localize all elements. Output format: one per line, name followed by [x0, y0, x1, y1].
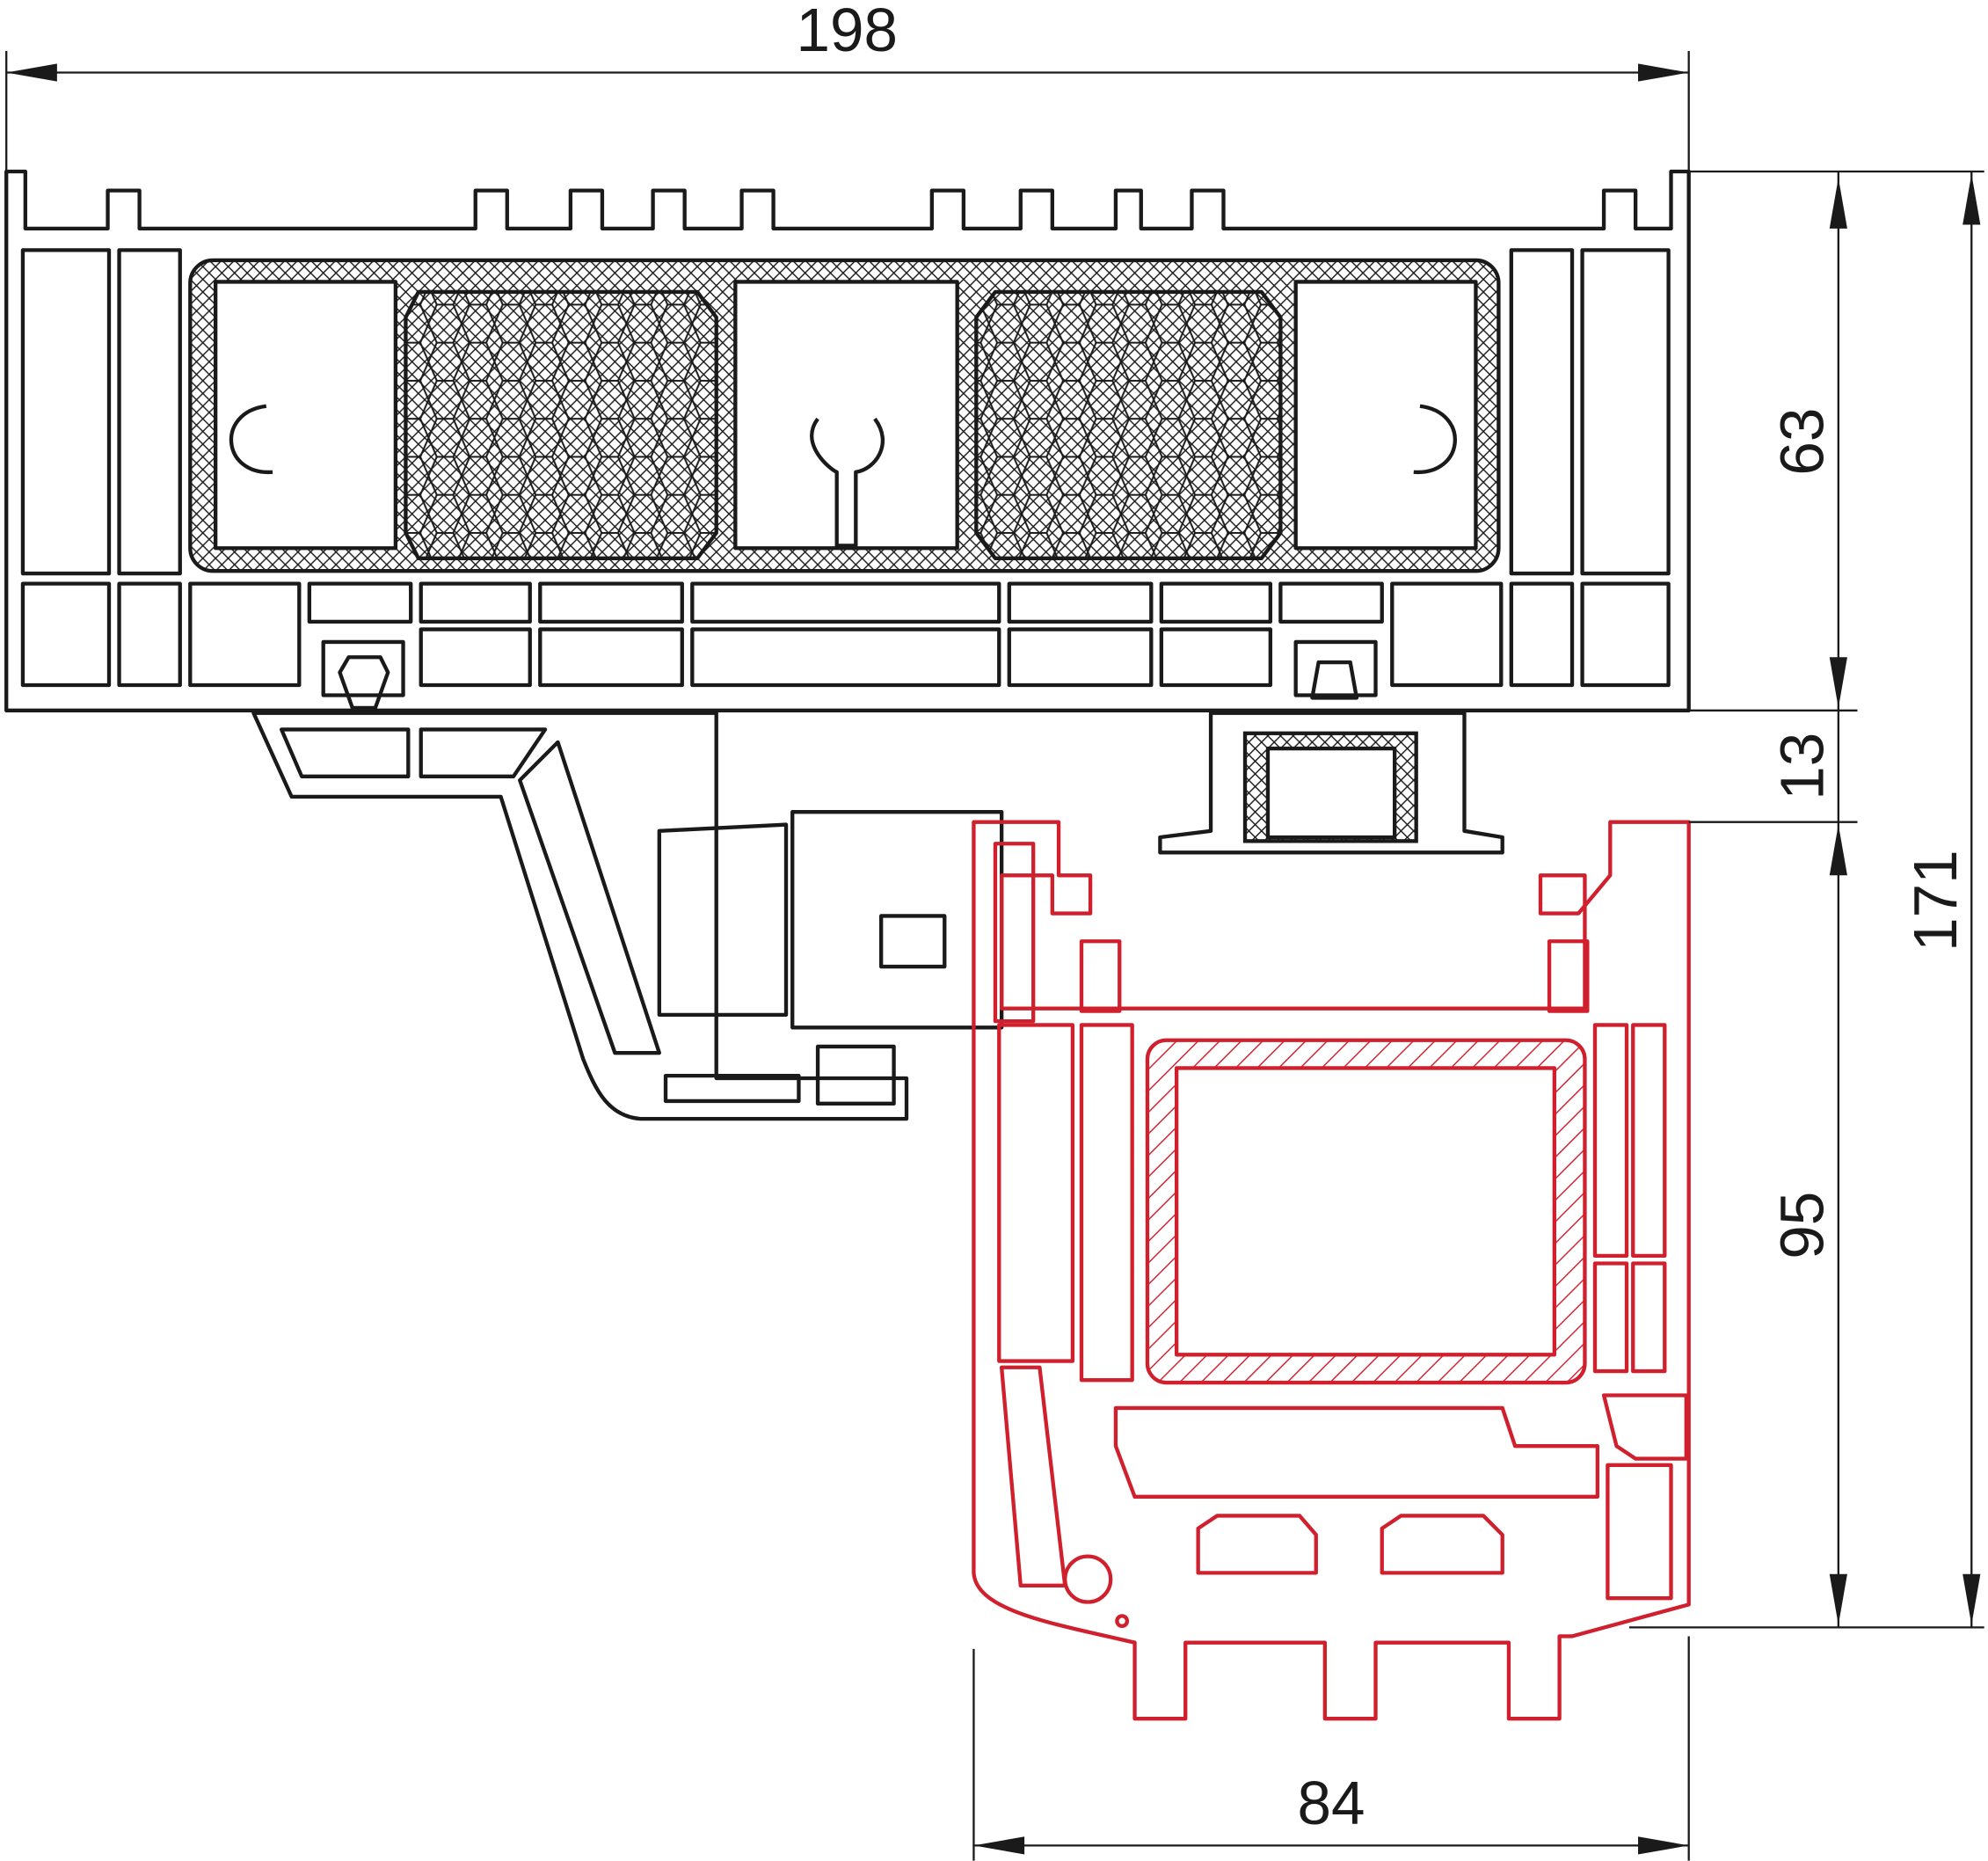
- dimension-frame-depth: 63: [1768, 408, 1837, 476]
- dimension-lines: [5, 50, 1984, 1861]
- dimension-sash-width: 84: [1298, 1769, 1365, 1837]
- dimension-total-height: 171: [1901, 850, 1970, 951]
- dimension-overlap-gap: 13: [1768, 733, 1837, 800]
- insulation-core: [188, 258, 1501, 573]
- glazing-bead-profile: [251, 711, 1504, 1121]
- dimension-overall-width: 198: [796, 0, 897, 64]
- outer-frame-profile: [4, 169, 1691, 712]
- sash-profile: [972, 820, 1691, 1721]
- dimension-sash-height: 95: [1768, 1192, 1837, 1259]
